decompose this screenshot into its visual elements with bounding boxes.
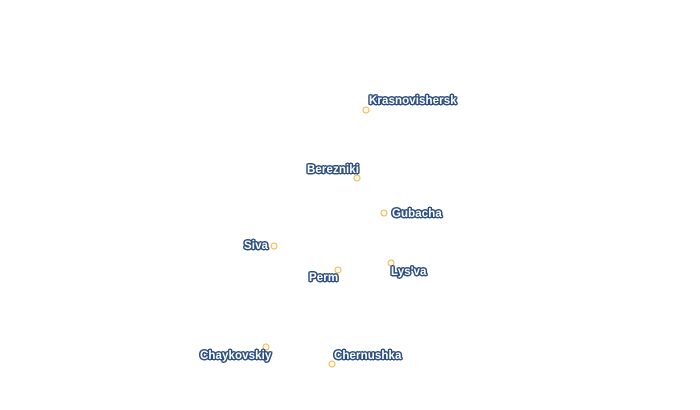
city-marker-berezniki[interactable] bbox=[353, 174, 361, 182]
city-label-krasnovishersk: Krasnovishersk bbox=[369, 95, 457, 107]
city-label-siva: Siva bbox=[244, 240, 269, 252]
city-label-lysva: Lys'va bbox=[391, 266, 427, 278]
city-label-chernushka: Chernushka bbox=[334, 350, 402, 362]
city-marker-perm[interactable] bbox=[334, 266, 342, 274]
city-marker-lysva[interactable] bbox=[387, 259, 395, 267]
city-label-perm: Perm bbox=[309, 272, 339, 284]
city-label-berezniki: Berezniki bbox=[307, 164, 360, 176]
city-marker-siva[interactable] bbox=[270, 242, 278, 250]
city-label-gubacha: Gubacha bbox=[392, 208, 442, 220]
city-marker-gubacha[interactable] bbox=[380, 209, 388, 217]
city-marker-chaykovskiy[interactable] bbox=[262, 343, 270, 351]
city-label-chaykovskiy: Chaykovskiy bbox=[200, 350, 272, 362]
city-marker-krasnovishersk[interactable] bbox=[362, 106, 370, 114]
city-marker-chernushka[interactable] bbox=[328, 360, 336, 368]
